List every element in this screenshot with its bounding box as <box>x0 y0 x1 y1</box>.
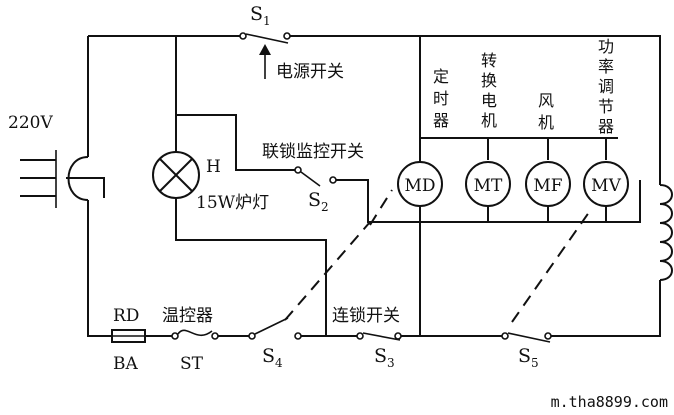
fuse-icon <box>111 329 146 343</box>
svg-text:MF: MF <box>533 176 562 196</box>
thermostat-icon <box>171 329 219 340</box>
s3-interlock-switch <box>356 332 402 341</box>
s5-switch <box>501 332 552 343</box>
ba-label: BA <box>113 354 138 374</box>
s2-label: S2 <box>308 189 329 214</box>
motor-mt: MT <box>465 161 511 207</box>
power-switch-label: 电源开关 <box>276 62 344 82</box>
fan-label: 风 机 <box>538 91 559 132</box>
watermark-text: m.tha8899.com <box>550 393 668 411</box>
transformer-coil-icon <box>659 184 673 281</box>
s3-label: S3 <box>374 345 395 370</box>
lamp-icon <box>152 151 200 199</box>
s1-power-switch <box>239 32 291 79</box>
s4-switch <box>248 317 302 340</box>
thermostat-label: 温控器 <box>162 306 213 326</box>
st-label: ST <box>180 354 204 374</box>
voltage-label: 220V <box>8 113 53 133</box>
timer-label: 定 时 器 <box>433 67 454 130</box>
s2-interlock-monitor-switch <box>294 166 393 226</box>
svg-text:MT: MT <box>474 176 503 196</box>
mechanical-linkages <box>284 207 593 323</box>
svg-text:MV: MV <box>591 176 621 196</box>
motor-mv: MV <box>583 161 629 207</box>
interlock-switch-label: 连锁开关 <box>332 306 400 326</box>
rd-label: RD <box>113 306 139 326</box>
turntable-motor-label: 转 换 电 机 <box>481 51 502 130</box>
motor-md: MD <box>397 161 443 207</box>
interlock-monitor-switch-label: 联锁监控开关 <box>262 142 364 162</box>
s1-label: S1 <box>250 3 271 28</box>
s4-label: S4 <box>262 345 283 370</box>
motor-mf: MF <box>525 161 571 207</box>
lamp-label: 15W炉灯 <box>196 193 269 213</box>
s5-label: S5 <box>518 345 539 370</box>
svg-text:MD: MD <box>404 176 435 196</box>
lamp-h-label: H <box>206 157 221 177</box>
power-regulator-label: 功 率 调 节 器 <box>598 37 619 136</box>
power-plug-icon <box>20 150 105 208</box>
